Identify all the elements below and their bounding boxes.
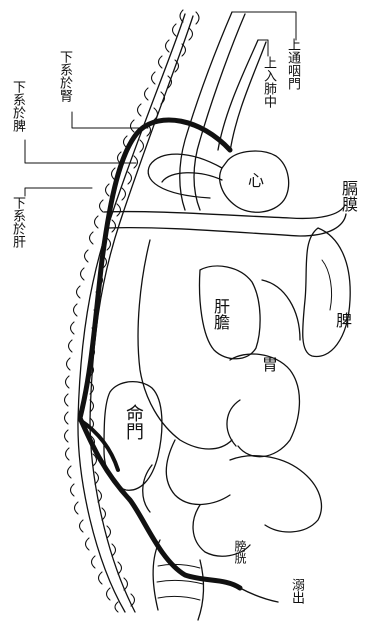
label-mingmen: 命門 <box>124 404 142 440</box>
spine <box>65 10 200 612</box>
urinary-outlet <box>240 588 278 602</box>
label-spleen: 脾 <box>334 312 350 328</box>
label-liver-gall: 肝膽 <box>212 298 228 330</box>
label-heart: 心 <box>246 172 262 188</box>
label-up-lung: 上入肺中 <box>262 56 275 108</box>
label-diaphragm: 膈膜 <box>340 180 356 212</box>
label-down-spleen: 下系於脾 <box>11 80 24 132</box>
label-up-throat: 上通咽門 <box>286 38 299 90</box>
spleen-organ <box>303 228 350 357</box>
liver-mass <box>138 240 232 449</box>
intestines <box>143 280 322 556</box>
label-down-liver: 下系於肝 <box>11 196 24 248</box>
label-outlet: 溺出 <box>290 578 303 604</box>
label-stomach: 胃 <box>260 356 276 372</box>
label-bladder: 膀胱 <box>234 540 246 564</box>
label-down-kidney: 下系於腎 <box>58 50 71 102</box>
